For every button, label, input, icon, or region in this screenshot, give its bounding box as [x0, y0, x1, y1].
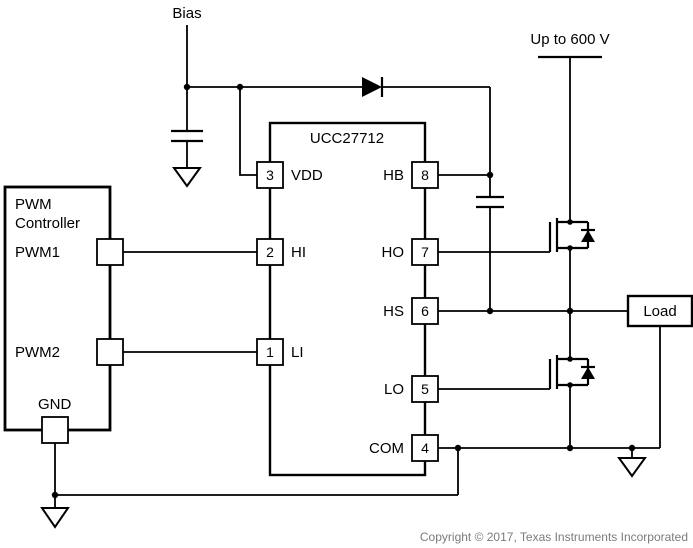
bootstrap-capacitor [476, 195, 504, 209]
pin-label-lo: LO [384, 381, 404, 398]
pin-box-4 [411, 434, 439, 462]
pin-number-3: 3 [266, 167, 274, 183]
gnd-label: GND [38, 396, 72, 413]
ground-symbol-bias-icon [172, 167, 202, 188]
junction-dot [566, 307, 574, 315]
pin-box-7 [411, 238, 439, 266]
bias-label: Bias [172, 5, 201, 22]
high-side-body-diode-icon [581, 230, 595, 242]
pin-number-8: 8 [421, 167, 429, 183]
pin-number-6: 6 [421, 303, 429, 319]
pin-number-2: 2 [266, 244, 274, 260]
bias-capacitor [171, 129, 203, 143]
pin-label-ho: HO [382, 244, 405, 261]
pin-label-hi: HI [291, 244, 306, 261]
pwm-controller-label-line2: Controller [15, 215, 80, 232]
junction-dot [454, 444, 462, 452]
low-side-mosfet [548, 355, 595, 389]
pwm2-label: PWM2 [15, 344, 60, 361]
junction-dot [486, 307, 494, 315]
pwm1-label: PWM1 [15, 244, 60, 261]
junction-dot [567, 356, 573, 362]
load-box [626, 294, 693, 328]
supply-label: Up to 600 V [530, 31, 609, 48]
pin-number-1: 1 [266, 344, 274, 360]
ic-body [268, 121, 427, 477]
pin-label-hs: HS [383, 303, 404, 320]
junction-dot [51, 491, 59, 499]
junction-dot [628, 444, 636, 452]
pin-box-8 [411, 161, 439, 189]
pwm2-terminal-box [96, 338, 124, 366]
pwm-controller-box [3, 185, 112, 432]
ground-symbol-power-icon [617, 457, 647, 478]
junction-dot [236, 83, 244, 91]
pin-number-5: 5 [421, 381, 429, 397]
junction-dot [567, 245, 573, 251]
pwm-controller-label-line1: PWM [15, 196, 52, 213]
pin-box-5 [411, 375, 439, 403]
junction-dot [566, 444, 574, 452]
load-label: Load [643, 303, 676, 320]
pin-box-3 [256, 161, 284, 189]
high-side-mosfet-symbol [548, 218, 590, 252]
pin-label-vdd: VDD [291, 167, 323, 184]
low-side-body-diode-icon [581, 367, 595, 379]
pin-label-com: COM [369, 440, 404, 457]
bootstrap-diode-anode-icon [362, 77, 382, 97]
pwm1-terminal-box [96, 238, 124, 266]
pin-number-7: 7 [421, 244, 429, 260]
ic-name-label: UCC27712 [310, 130, 384, 147]
low-side-mosfet-symbol [548, 355, 590, 389]
bootstrap-diode [362, 77, 384, 97]
junction-dots [51, 83, 636, 499]
gnd-terminal-box [41, 416, 69, 444]
pin-box-6 [411, 297, 439, 325]
junction-dot [567, 219, 573, 225]
copyright-text: Copyright © 2017, Texas Instruments Inco… [420, 530, 688, 544]
high-side-mosfet [548, 218, 595, 252]
junction-dot [183, 83, 191, 91]
ground-symbol-controller-icon [40, 507, 70, 529]
junction-dot [486, 171, 494, 179]
pin-box-2 [256, 238, 284, 266]
pin-box-1 [256, 338, 284, 366]
junction-dot [567, 382, 573, 388]
wires [54, 25, 661, 508]
pin-label-li: LI [291, 344, 304, 361]
pin-number-4: 4 [421, 440, 429, 456]
pin-label-hb: HB [383, 167, 404, 184]
